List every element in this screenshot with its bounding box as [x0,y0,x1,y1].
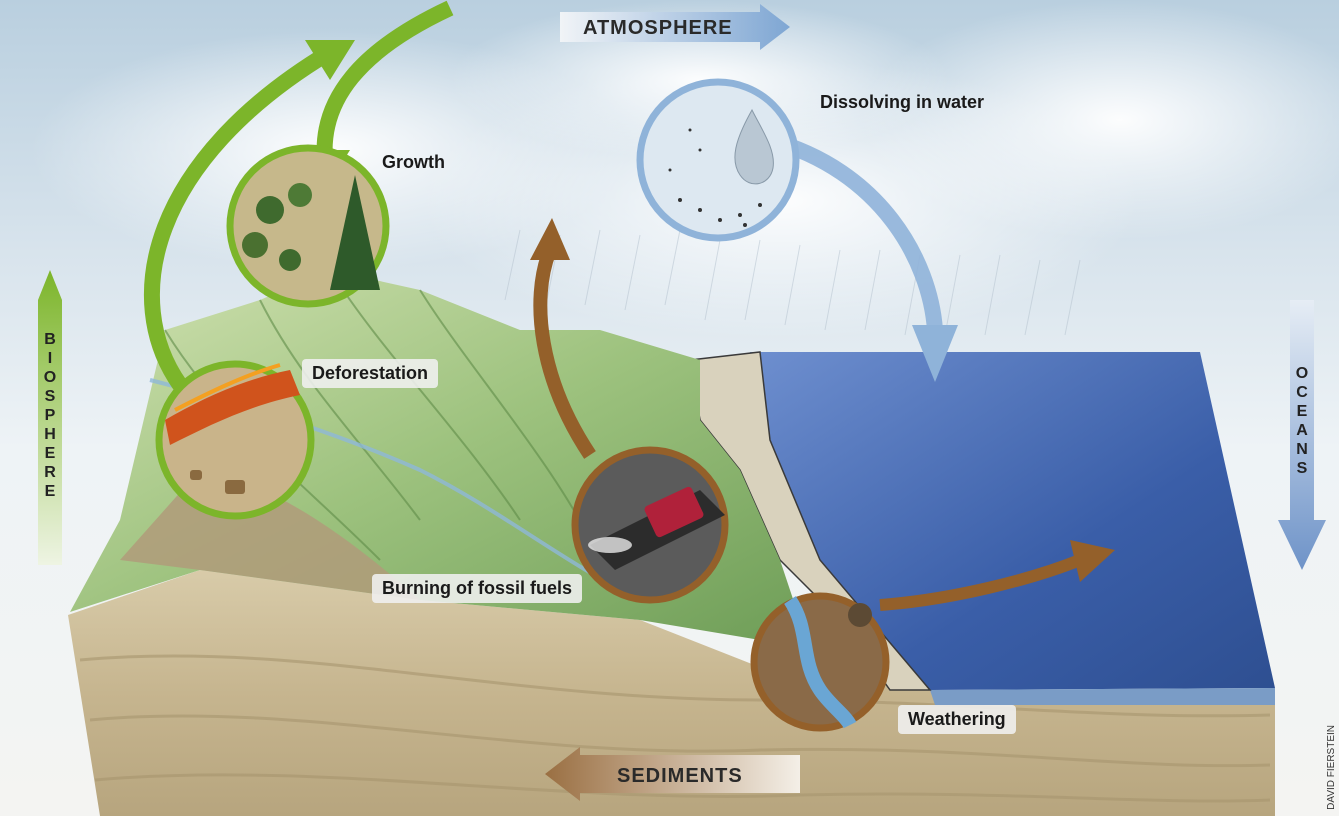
growth-label: Growth [372,148,455,177]
dissolving-vignette [640,82,796,238]
dissolving-label: Dissolving in water [810,88,994,117]
growth-vignette [230,148,386,304]
deforestation-label: Deforestation [302,359,438,388]
sediments-banner: SEDIMENTS [617,765,743,788]
deforestation-vignette [159,364,311,516]
weathering-label: Weathering [898,705,1016,734]
weathering-vignette [754,596,886,728]
burning-vignette [575,450,725,600]
atmosphere-banner: ATMOSPHERE [583,17,733,40]
artist-credit: DAVID FIERSTEIN [1326,725,1337,810]
burning-label: Burning of fossil fuels [372,574,582,603]
